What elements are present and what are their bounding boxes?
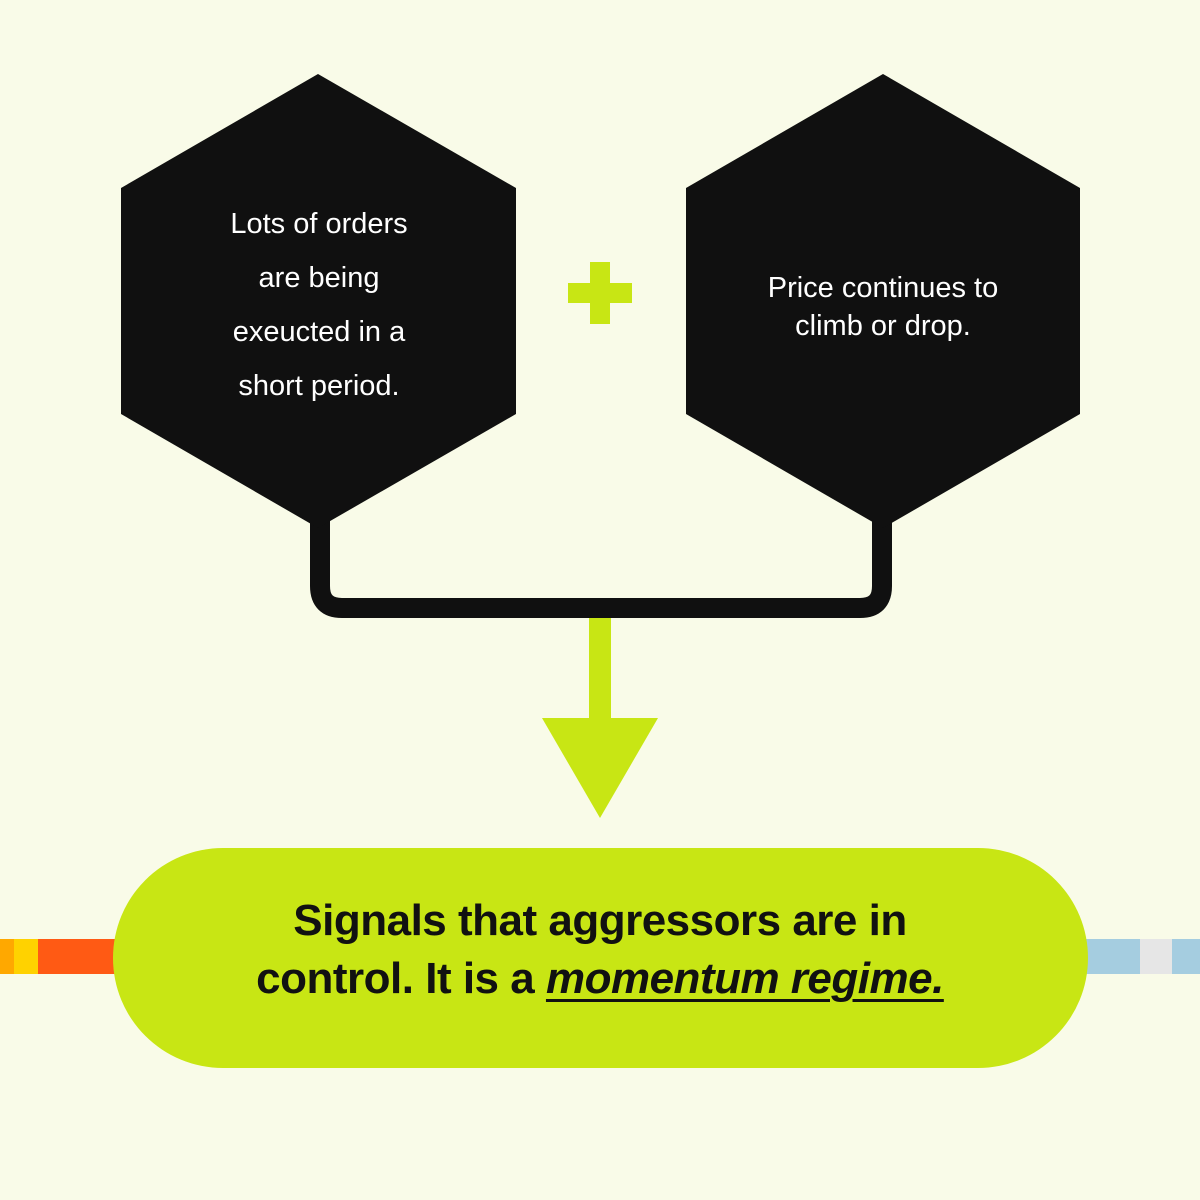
left-strip-segment-3	[38, 939, 120, 974]
left-strip-segment-1	[0, 939, 14, 974]
right-strip-segment-3	[1172, 939, 1200, 974]
right-color-strip	[1082, 939, 1200, 974]
result-line-1: Signals that aggressors are in	[293, 896, 907, 945]
left-hexagon-line: Lots of orders	[230, 208, 408, 240]
left-hexagon-text: Lots of orders are being exeucted in a s…	[160, 195, 478, 415]
right-hexagon-line: climb or drop.	[795, 310, 971, 342]
right-hexagon-line: Price continues to	[767, 272, 999, 304]
result-emphasis: momentum regime.	[545, 954, 944, 1003]
result-pill	[113, 848, 1088, 1068]
plus-icon	[568, 262, 632, 324]
left-hexagon-line: short period.	[238, 370, 400, 402]
right-hexagon-text: Price continues to climb or drop.	[722, 262, 1044, 352]
result-line-2-prefix: control. It is a	[256, 954, 546, 1003]
left-strip-segment-2	[14, 939, 38, 974]
right-strip-segment-1	[1082, 939, 1140, 974]
result-line-2: control. It is a momentum regime.	[256, 950, 944, 1008]
right-hexagon	[686, 74, 1080, 528]
left-hexagon	[121, 74, 516, 528]
down-arrow-icon	[542, 618, 658, 818]
right-strip-segment-2	[1140, 939, 1172, 974]
result-text: Signals that aggressors are in control. …	[160, 880, 1040, 1020]
left-color-strip	[0, 939, 120, 974]
left-hexagon-line: exeucted in a	[232, 316, 406, 348]
left-hexagon-line: are being	[258, 262, 380, 294]
connector-bracket	[310, 500, 892, 618]
